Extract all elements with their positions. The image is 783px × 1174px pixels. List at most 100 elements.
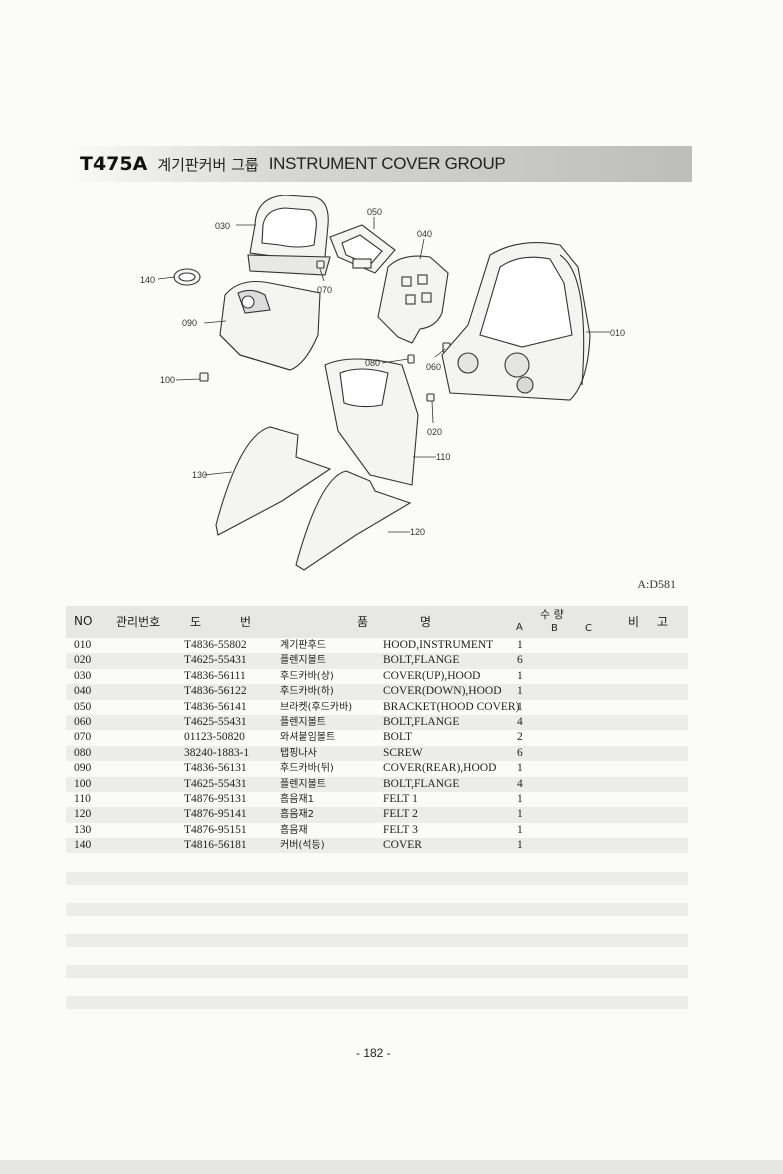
- header-quantity: 수 량: [540, 608, 564, 621]
- callout-140: 140: [140, 275, 155, 285]
- row-name-english: COVER(DOWN),HOOD: [383, 685, 502, 698]
- part-140-cover: [173, 268, 201, 286]
- callout-050: 050: [367, 207, 382, 217]
- part-130-felt-3: [215, 426, 332, 536]
- part-110-felt-1: [324, 358, 419, 486]
- row-part-number: T4876-95131: [184, 792, 247, 805]
- part-030-hood-cover-up: [247, 195, 331, 276]
- empty-table-row: [66, 996, 688, 1009]
- header-part-number-2: 번: [240, 615, 252, 629]
- table-row: 020 T4625-55431 플렌지볼트 BOLT,FLANGE 6: [66, 653, 688, 669]
- row-name-english: FELT 2: [383, 808, 418, 821]
- part-120-felt-2: [295, 470, 412, 571]
- row-qty-a: 1: [517, 823, 523, 836]
- row-part-number: T4625-55431: [184, 715, 247, 728]
- row-name-korean: 플렌지볼트: [280, 778, 326, 790]
- row-no: 010: [74, 639, 92, 651]
- header-qty-a: A: [516, 622, 523, 633]
- row-no: 050: [74, 700, 92, 713]
- part-010-hood-instrument: [441, 242, 591, 401]
- row-no: 020: [74, 654, 92, 667]
- header-part-number-1: 도: [190, 615, 202, 629]
- row-name-english: FELT 3: [383, 823, 418, 836]
- row-part-number: T4876-95141: [184, 808, 247, 821]
- header-part-name-2: 명: [420, 615, 432, 629]
- row-part-number: T4836-56122: [184, 685, 247, 698]
- row-qty-a: 6: [517, 654, 523, 667]
- callout-020: 020: [427, 427, 442, 437]
- row-part-number: T4836-56141: [184, 700, 247, 713]
- row-name-english: BOLT,FLANGE: [383, 654, 460, 667]
- parts-table: 010 T4836-55802 계기판후드 HOOD,INSTRUMENT 1 …: [66, 638, 688, 854]
- callout-080: 080: [365, 358, 380, 368]
- row-name-english: COVER(UP),HOOD: [383, 669, 481, 682]
- row-qty-a: 1: [517, 669, 523, 682]
- diagram-reference-code: A:D581: [637, 577, 676, 591]
- row-name-korean: 플렌지볼트: [280, 716, 326, 728]
- row-qty-a: 1: [517, 639, 523, 651]
- row-qty-a: 4: [517, 715, 523, 728]
- row-part-number: T4625-55431: [184, 654, 247, 667]
- row-name-korean: 탭핑나사: [280, 747, 317, 759]
- row-qty-a: 1: [517, 839, 523, 852]
- row-name-english: BOLT,FLANGE: [383, 715, 460, 728]
- row-name-korean: 후드카바(상): [280, 670, 334, 682]
- table-row: 100 T4625-55431 플렌지볼트 BOLT,FLANGE 4: [66, 776, 688, 792]
- header-no: NO: [74, 614, 93, 628]
- empty-table-row: [66, 872, 688, 885]
- row-part-number: T4876-95151: [184, 823, 247, 836]
- table-row: 110 T4876-95131 흡음재1 FELT 1 1: [66, 792, 688, 807]
- row-qty-a: 4: [517, 777, 523, 790]
- part-080-screw: [407, 354, 415, 364]
- callout-030: 030: [215, 221, 230, 231]
- row-name-korean: 브라켓(후드카바): [280, 701, 353, 713]
- part-100-bolt: [199, 372, 209, 382]
- table-row: 040 T4836-56122 후드카바(하) COVER(DOWN),HOOD…: [66, 684, 688, 700]
- part-070-bolt: [316, 260, 325, 269]
- table-row: 070 01123-50820 와셔붙임볼트 BOLT 2: [66, 730, 688, 745]
- row-qty-a: 6: [517, 746, 523, 759]
- row-no: 090: [74, 762, 92, 775]
- row-no: 060: [74, 715, 92, 728]
- header-management-number: 관리번호: [116, 615, 161, 629]
- row-name-korean: 흡음재2: [280, 809, 314, 821]
- part-050-bracket: [329, 224, 396, 274]
- callout-040: 040: [417, 229, 432, 239]
- row-part-number: T4625-55431: [184, 777, 247, 790]
- row-no: 110: [74, 792, 91, 805]
- table-row: 130 T4876-95151 흡음재 FELT 3 1: [66, 823, 688, 838]
- row-name-english: FELT 1: [383, 792, 418, 805]
- row-no: 100: [74, 777, 92, 790]
- callout-110: 110: [436, 452, 450, 462]
- row-part-number: T4836-55802: [184, 639, 247, 651]
- row-name-english: COVER: [383, 839, 422, 852]
- callout-100: 100: [160, 375, 175, 385]
- row-name-english: BOLT: [383, 731, 412, 744]
- row-name-korean: 후드카바(하): [280, 686, 334, 698]
- row-no: 130: [74, 823, 92, 836]
- table-row: 030 T4836-56111 후드카바(상) COVER(UP),HOOD 1: [66, 669, 688, 684]
- callout-070: 070: [317, 285, 332, 295]
- row-no: 140: [74, 839, 92, 852]
- table-row: 080 38240-1883-1 탭핑나사 SCREW 6: [66, 745, 688, 762]
- row-name-korean: 후드카바(뒤): [280, 763, 334, 775]
- row-name-english: SCREW: [383, 746, 423, 759]
- empty-table-row: [66, 903, 688, 916]
- part-020-bolt: [426, 393, 435, 402]
- row-name-korean: 계기판후드: [280, 640, 326, 651]
- row-qty-a: 1: [517, 792, 523, 805]
- table-row: 090 T4836-56131 후드카바(뒤) COVER(REAR),HOOD…: [66, 761, 688, 776]
- row-name-english: BOLT,FLANGE: [383, 777, 460, 790]
- header-qty-c: C: [585, 623, 592, 634]
- row-name-english: BRACKET(HOOD COVER): [383, 700, 520, 713]
- exploded-parts-diagram: 030 050 040 140 090 100 070 080 060 010 …: [120, 195, 640, 580]
- row-part-number: T4836-56111: [184, 669, 246, 682]
- row-no: 040: [74, 685, 92, 698]
- row-name-english: COVER(REAR),HOOD: [383, 762, 497, 775]
- part-090-hood-cover-rear: [219, 280, 321, 371]
- group-title-korean: 계기판커버 그룹: [157, 155, 259, 174]
- header-remarks-1: 비: [628, 615, 640, 629]
- page-number: - 182 -: [356, 1046, 391, 1060]
- row-no: 120: [74, 808, 92, 821]
- row-no: 080: [74, 746, 92, 759]
